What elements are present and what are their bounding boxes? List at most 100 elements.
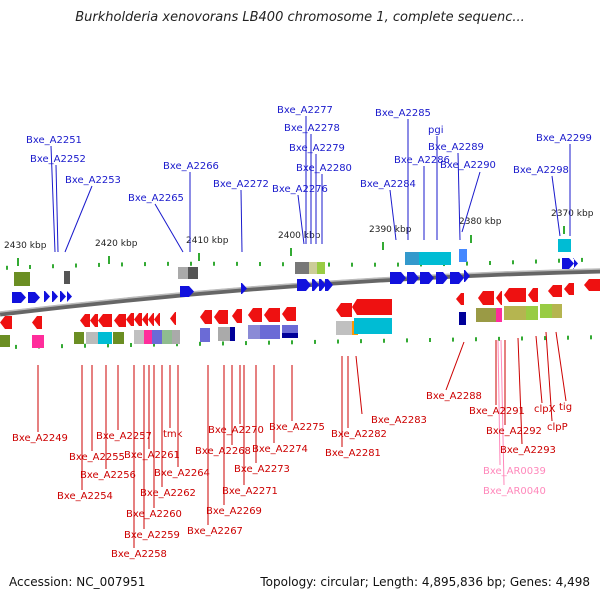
reverse-gene-arrow (232, 309, 242, 323)
kbp-label: 2390 kbp (369, 225, 412, 235)
gene-label: Bxe_A2298 (513, 165, 569, 176)
leader-line (154, 203, 184, 253)
gene-box (248, 325, 260, 339)
major-tick (17, 258, 19, 266)
tick-mark (75, 263, 77, 268)
gene-box (230, 327, 235, 341)
gene-label: Bxe_A2273 (234, 464, 290, 475)
forward-gene-arrow (562, 258, 574, 269)
tick-mark (282, 262, 284, 267)
tick-mark (268, 340, 270, 345)
leader-line (500, 339, 505, 486)
gene-label: tig (559, 402, 572, 413)
tick-mark (222, 341, 224, 346)
kbp-label: 2430 kbp (4, 241, 47, 251)
kbp-label: 2400 kbp (278, 231, 321, 241)
gene-label: Bxe_A2267 (187, 526, 243, 537)
leader-line (461, 171, 481, 233)
forward-gene-arrow (325, 279, 333, 291)
forward-gene-arrow (12, 292, 26, 303)
tick-mark (245, 341, 247, 346)
gene-label: Bxe_A2258 (111, 549, 167, 560)
leader-line (535, 335, 543, 404)
gene-label: Bxe_A2285 (375, 108, 431, 119)
gene-label: Bxe_A2283 (371, 415, 427, 426)
gene-box (295, 262, 309, 274)
gene-label: Bxe_A2264 (154, 468, 210, 479)
gene-box (98, 332, 112, 344)
tick-mark (535, 259, 537, 264)
tick-mark (360, 339, 362, 344)
leader-line (457, 152, 461, 241)
reverse-gene-arrow (456, 293, 464, 305)
gene-box (260, 325, 280, 339)
reverse-gene-arrow (336, 303, 352, 317)
forward-gene-arrow (319, 279, 326, 291)
reverse-gene-arrow (114, 314, 126, 327)
gene-label: Bxe_A2284 (360, 179, 416, 190)
tick-mark (466, 261, 468, 266)
tick-mark (61, 344, 63, 349)
gene-box (152, 330, 162, 344)
gene-box (0, 335, 10, 347)
tick-mark (98, 262, 100, 267)
forward-gene-arrow (180, 286, 194, 297)
major-tick (108, 256, 110, 264)
reverse-gene-arrow (528, 288, 538, 302)
gene-label: Bxe_A2255 (69, 452, 125, 463)
reverse-gene-arrow (170, 312, 176, 325)
tick-mark (29, 264, 31, 269)
gene-label: Bxe_A2253 (65, 175, 121, 186)
tick-mark (121, 262, 123, 267)
forward-gene-arrow (60, 291, 66, 302)
forward-gene-arrow (67, 291, 72, 302)
forward-gene-arrow (44, 291, 50, 302)
forward-gene-arrow (390, 272, 406, 284)
gene-box (134, 330, 144, 344)
gene-label: Bxe_A2249 (12, 433, 68, 444)
tick-mark (397, 262, 399, 267)
forward-gene-arrow (573, 258, 578, 269)
tick-mark (291, 340, 293, 345)
tick-mark (512, 260, 514, 265)
tick-mark (544, 336, 546, 341)
gene-box (354, 318, 392, 334)
reverse-gene-arrow (584, 279, 600, 291)
gene-box (459, 312, 466, 325)
reverse-gene-arrow (564, 283, 574, 295)
tick-mark (130, 342, 132, 347)
gene-label: Bxe_A2265 (128, 193, 184, 204)
reverse-gene-arrow (142, 313, 148, 326)
gene-label: Bxe_A2261 (124, 450, 180, 461)
tick-mark (314, 339, 316, 344)
gene-label: Bxe_A2282 (331, 429, 387, 440)
tick-mark (498, 336, 500, 341)
gene-box (504, 306, 526, 320)
gene-label: Bxe_A2293 (500, 445, 556, 456)
gene-label: tmk (163, 429, 183, 440)
leader-line (551, 175, 561, 237)
tick-mark (429, 338, 431, 342)
reverse-gene-arrow (352, 299, 392, 315)
gene-box (496, 308, 502, 322)
forward-gene-arrow (464, 270, 470, 282)
major-tick (290, 248, 292, 256)
reverse-gene-arrow (548, 285, 562, 297)
gene-box (419, 252, 435, 265)
tick-mark (259, 262, 261, 267)
gene-label: clpP (547, 422, 568, 433)
tick-mark (452, 337, 454, 342)
gene-box (14, 272, 30, 286)
tick-mark (383, 338, 385, 343)
gene-label: Bxe_A2278 (284, 123, 340, 134)
reverse-gene-arrow (478, 291, 494, 305)
major-tick (470, 235, 472, 243)
gene-box (435, 252, 451, 265)
gene-label: Bxe_AR0039 (483, 466, 546, 477)
gene-label: Bxe_A2275 (269, 422, 325, 433)
reverse-gene-arrow (148, 313, 154, 326)
gene-box (172, 330, 180, 344)
tick-mark (489, 260, 491, 265)
forward-gene-arrow (436, 272, 448, 284)
